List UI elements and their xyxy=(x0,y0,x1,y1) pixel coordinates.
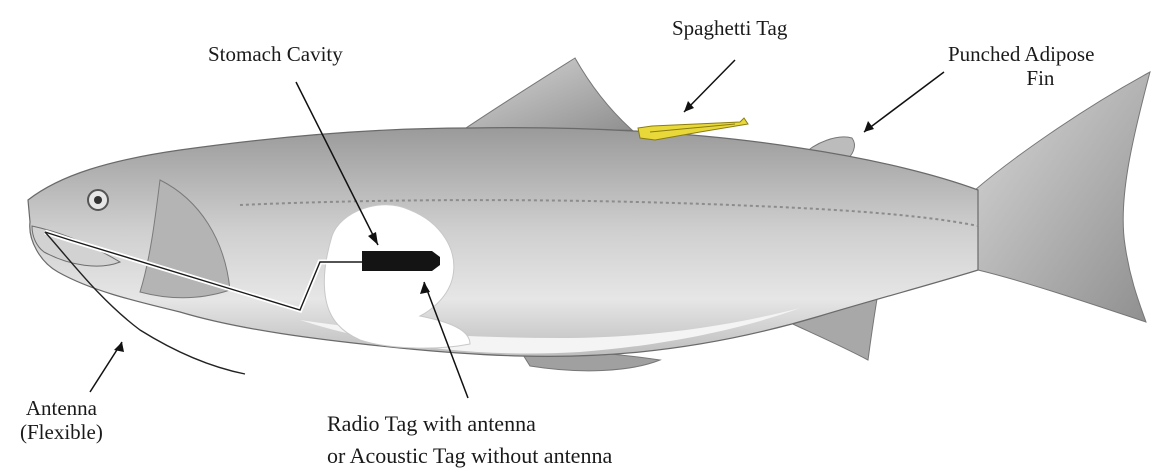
radio-tag xyxy=(362,251,432,271)
spaghetti-pointer-line xyxy=(684,60,735,112)
label-punched-adipose-fin: Punched Adipose Fin xyxy=(948,42,1094,90)
adipose-line-1: Punched Adipose xyxy=(948,42,1094,66)
dorsal-fin xyxy=(460,58,632,132)
antenna-arrowhead xyxy=(114,342,124,352)
spaghetti-tag-text: Spaghetti Tag xyxy=(672,16,787,40)
antenna-line-1: Antenna xyxy=(20,396,103,420)
fish-pupil xyxy=(94,196,102,204)
label-stomach-cavity: Stomach Cavity xyxy=(208,42,343,66)
stomach-cavity-text: Stomach Cavity xyxy=(208,42,343,66)
antenna-line-2: (Flexible) xyxy=(20,420,103,444)
adipose-line-2: Fin xyxy=(948,66,1094,90)
label-radio-tag: Radio Tag with antenna or Acoustic Tag w… xyxy=(327,408,612,472)
adipose-pointer-line xyxy=(864,72,944,132)
label-spaghetti-tag: Spaghetti Tag xyxy=(672,16,787,40)
label-antenna: Antenna (Flexible) xyxy=(20,396,103,444)
radio-line-2: or Acoustic Tag without antenna xyxy=(327,440,612,472)
tail-fin xyxy=(975,72,1150,322)
radio-line-1: Radio Tag with antenna xyxy=(327,408,612,440)
